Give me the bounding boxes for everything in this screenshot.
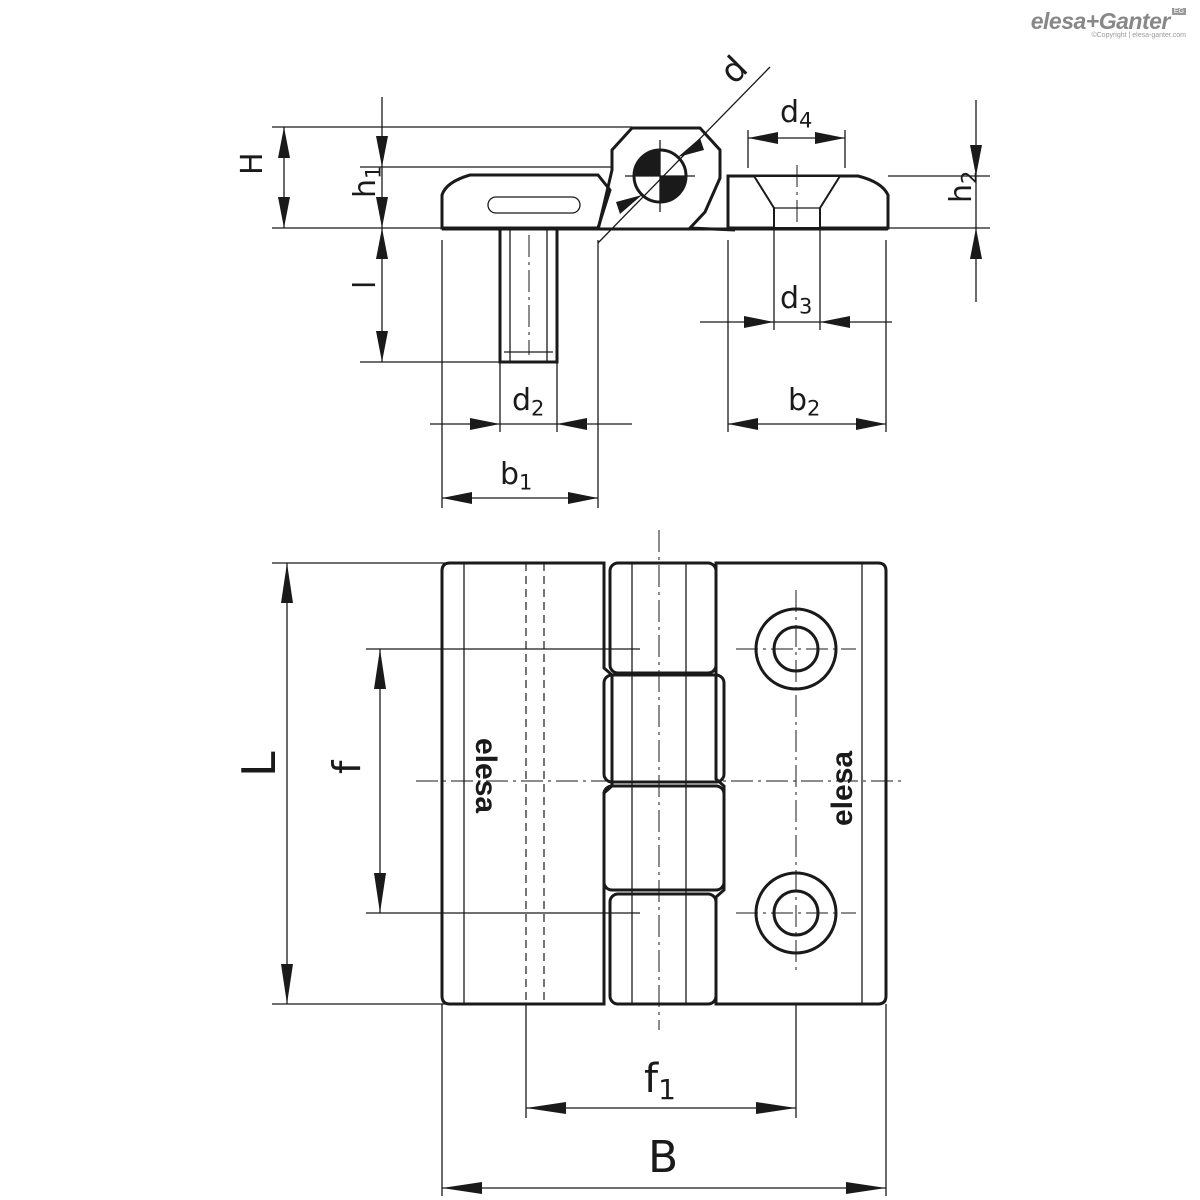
- threaded-stud: [498, 227, 559, 364]
- knuckle-2: [602, 673, 726, 784]
- left-leaf-outline: [440, 561, 614, 1006]
- logo-right: elesa: [826, 751, 859, 826]
- label-b2: b2: [788, 383, 820, 420]
- label-d: d: [712, 48, 756, 92]
- label-h2: h2: [944, 171, 981, 203]
- dimension-lines-side: [272, 66, 990, 508]
- label-h1: h1: [348, 166, 385, 198]
- side-view: [440, 126, 890, 364]
- hinge-knuckle: [596, 126, 736, 232]
- brand-name: elesa+Ganter: [1030, 8, 1171, 34]
- dimension-lines-front: [272, 562, 887, 1196]
- hinge-pin: [625, 140, 695, 212]
- knuckle-4: [608, 892, 718, 1006]
- label-f1: f1: [644, 1056, 676, 1106]
- knuckle-1: [608, 561, 718, 675]
- brand-copyright: ©Copyright | elesa-ganter.com: [1091, 32, 1186, 39]
- label-L: L: [232, 751, 286, 777]
- label-d2: d2: [512, 383, 544, 420]
- logo-left: elesa: [469, 738, 502, 813]
- brand-badge: EG: [1171, 8, 1186, 15]
- right-leaf-outline: [714, 561, 888, 1006]
- label-B: B: [648, 1132, 678, 1183]
- label-d4: d4: [780, 95, 812, 132]
- label-d3: d3: [780, 281, 812, 318]
- label-f: f: [325, 759, 369, 774]
- knuckle-3: [602, 784, 726, 892]
- left-leaf-section: [440, 173, 612, 230]
- front-view: elesa elesa: [416, 530, 904, 1030]
- label-l: l: [348, 281, 383, 289]
- label-b1: b1: [500, 457, 532, 494]
- label-H: H: [235, 152, 270, 175]
- right-leaf-section: [726, 174, 890, 230]
- screw-head: [487, 196, 581, 214]
